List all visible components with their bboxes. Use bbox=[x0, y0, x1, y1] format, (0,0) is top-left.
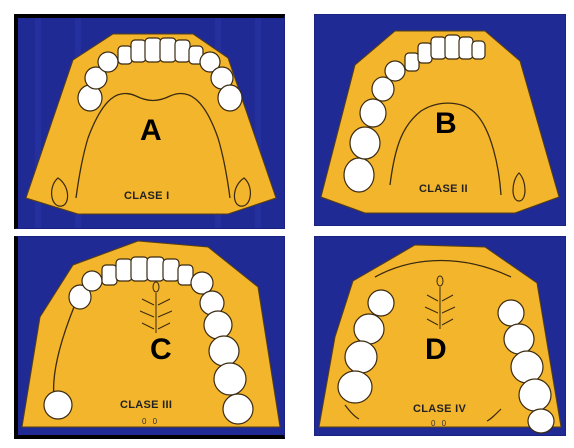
panel-letter: C bbox=[150, 333, 172, 367]
class-label: CLASE II bbox=[419, 183, 468, 195]
panel-letter: A bbox=[140, 114, 162, 148]
panel-class-ii: B CLASE II bbox=[314, 14, 566, 226]
panel-letter: D bbox=[425, 333, 447, 367]
panel-class-iv: D CLASE IV 0 0 bbox=[314, 236, 566, 436]
marks: 0 0 bbox=[142, 417, 159, 426]
panel-class-iii: C CLASE III 0 0 bbox=[14, 236, 285, 439]
class-label: CLASE IV bbox=[413, 403, 466, 415]
class-label: CLASE I bbox=[124, 190, 170, 202]
marks: 0 0 bbox=[431, 419, 448, 428]
class-label: CLASE III bbox=[120, 399, 172, 411]
panel-class-i: A CLASE I bbox=[14, 14, 285, 229]
panel-letter: B bbox=[435, 107, 457, 141]
